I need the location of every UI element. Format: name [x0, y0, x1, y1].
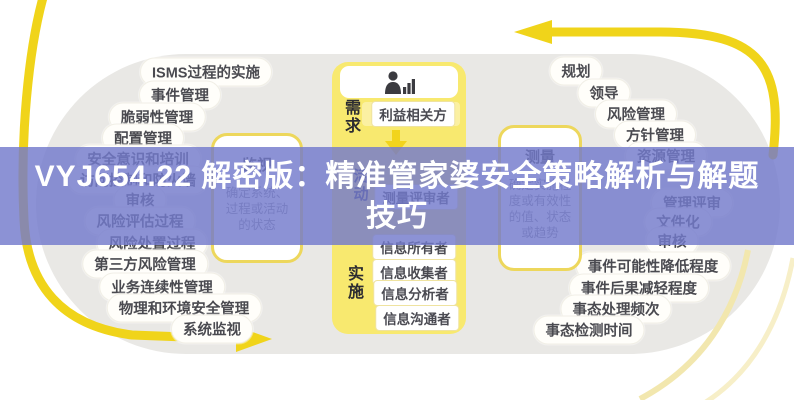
stakeholder-icon-tile	[340, 66, 458, 98]
decorative-arc-icon	[638, 249, 751, 400]
watermark-banner: VYJ654.22 解密版：精准管家婆安全策略解析与解题 技巧	[0, 147, 794, 245]
implementation-label: 实施	[347, 266, 364, 301]
left-process-pill: 系统监视	[171, 314, 253, 344]
banner-title-line2: 技巧	[366, 200, 428, 233]
requirement-label: 需求	[344, 100, 361, 135]
top-right-flow-arrow-icon	[545, 27, 780, 160]
right-process-pill: 事态检测时间	[533, 315, 645, 345]
person-with-bar-chart-icon	[384, 71, 415, 94]
decorative-arc-icon	[704, 257, 794, 400]
stakeholder-pill: 利益相关方	[371, 101, 455, 127]
information-communicator-pill: 信息沟通者	[375, 305, 459, 331]
information-analyst-pill: 信息分析者	[373, 280, 457, 306]
top-right-arrowhead-icon	[514, 20, 552, 44]
banner-title-line1: VYJ654.22 解密版：精准管家婆安全策略解析与解题	[34, 160, 760, 193]
